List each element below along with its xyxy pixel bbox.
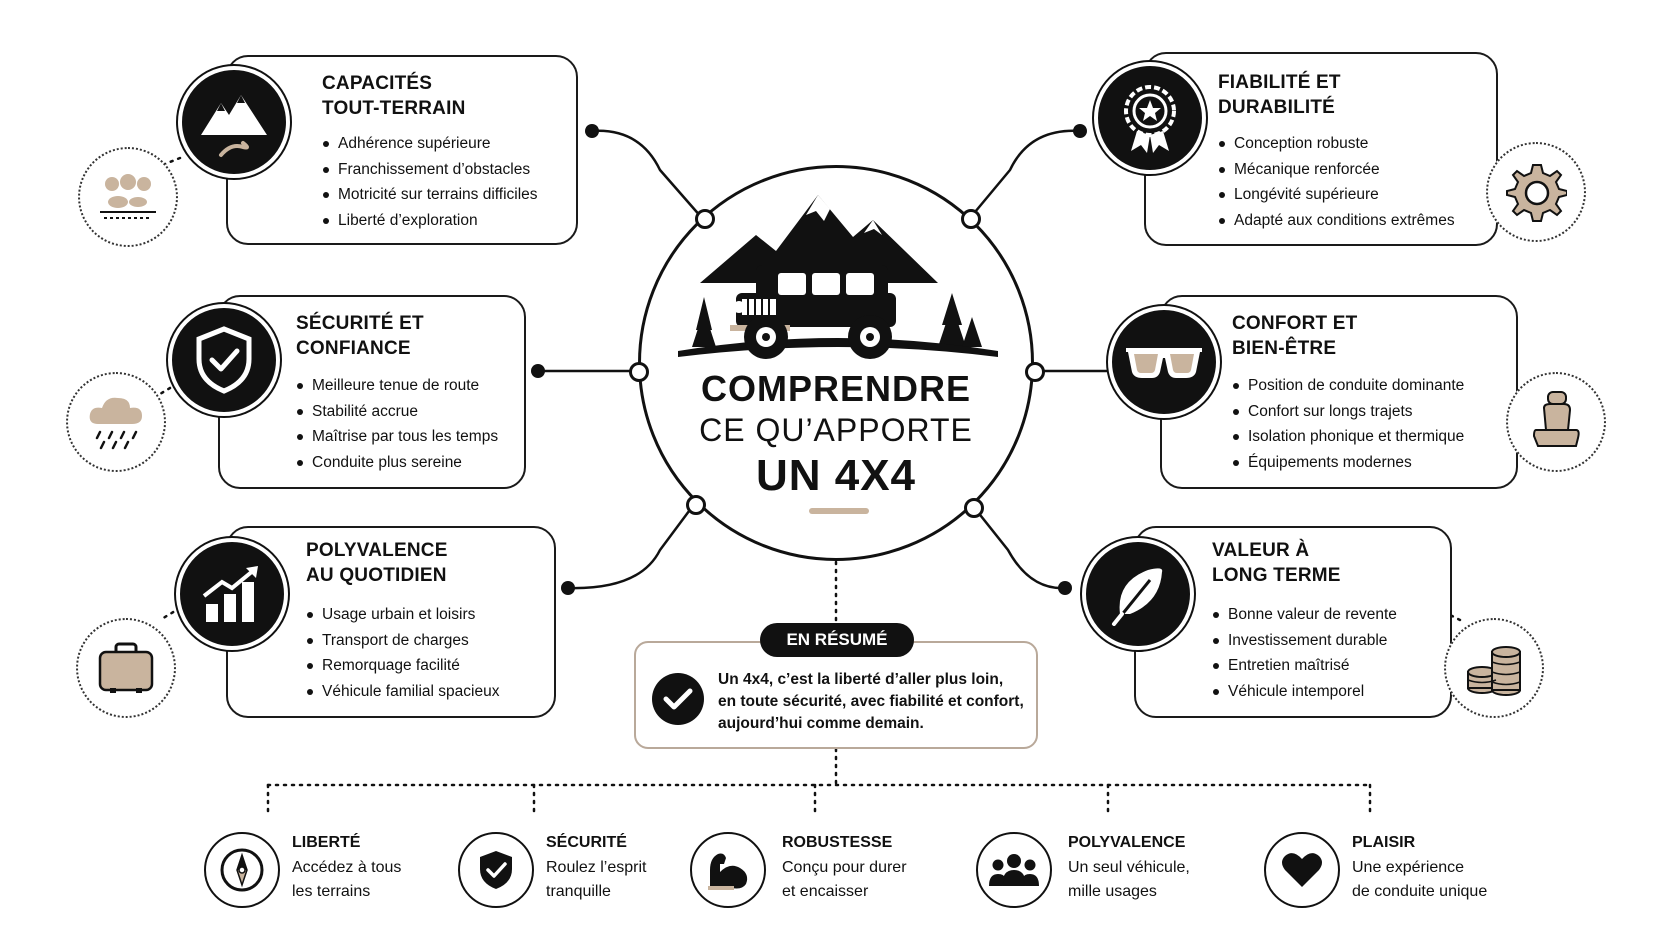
list-item: Longévité supérieure — [1218, 182, 1455, 208]
connector-node — [964, 498, 984, 518]
card-bullets: Adhérence supérieure Franchissement d’ob… — [322, 131, 538, 233]
list-item: Véhicule intemporel — [1212, 679, 1397, 705]
flexed-arm-icon — [690, 832, 766, 908]
offroad-vehicle-illustration — [678, 195, 998, 359]
card-bullets: Bonne valeur de revente Investissement d… — [1212, 602, 1397, 704]
suitcase-icon — [76, 618, 176, 718]
list-item: Adapté aux conditions extrêmes — [1218, 208, 1455, 234]
list-item: Véhicule familial spacieux — [306, 679, 499, 705]
benefit-title: LIBERTÉ — [292, 834, 361, 851]
list-item: Adhérence supérieure — [322, 131, 538, 157]
connector-node — [686, 495, 706, 515]
award-badge-icon — [1094, 62, 1206, 174]
list-item: Meilleure tenue de route — [296, 373, 498, 399]
list-item: Remorquage facilité — [306, 653, 499, 679]
list-item: Position de conduite dominante — [1232, 373, 1464, 399]
list-item: Investissement durable — [1212, 628, 1397, 654]
connector-node — [629, 362, 649, 382]
list-item: Conduite plus sereine — [296, 450, 498, 476]
center-title-line2: CE QU’APPORTE — [699, 412, 973, 448]
center-title-line3: UN 4X4 — [755, 451, 917, 500]
growth-chart-icon — [176, 538, 288, 650]
heart-icon — [1264, 832, 1340, 908]
list-item: Liberté d’exploration — [322, 208, 538, 234]
list-item: Entretien maîtrisé — [1212, 653, 1397, 679]
list-item: Mécanique renforcée — [1218, 157, 1455, 183]
list-item: Confort sur longs trajets — [1232, 399, 1464, 425]
list-item: Équipements modernes — [1232, 450, 1464, 476]
list-item: Transport de charges — [306, 628, 499, 654]
mountain-road-icon — [178, 66, 290, 178]
list-item: Isolation phonique et thermique — [1232, 424, 1464, 450]
car-seat-icon — [1506, 372, 1606, 472]
card-bullets: Meilleure tenue de route Stabilité accru… — [296, 373, 498, 475]
list-item: Usage urbain et loisirs — [306, 602, 499, 628]
summary-label: EN RÉSUMÉ — [760, 623, 914, 657]
gear-icon — [1486, 142, 1586, 242]
check-circle-icon — [652, 673, 704, 725]
list-item: Franchissement d’obstacles — [322, 157, 538, 183]
benefit-title: ROBUSTESSE — [782, 834, 893, 851]
list-item: Stabilité accrue — [296, 399, 498, 425]
terrain-rocks-icon — [78, 147, 178, 247]
benefit-title: PLAISIR — [1352, 834, 1416, 851]
connector-node — [961, 209, 981, 229]
leaf-icon — [1082, 538, 1194, 650]
list-item: Bonne valeur de revente — [1212, 602, 1397, 628]
center-hub: COMPRENDRE CE QU’APPORTE UN 4X4 — [638, 165, 1034, 561]
list-item: Maîtrise par tous les temps — [296, 424, 498, 450]
card-bullets: Conception robuste Mécanique renforcée L… — [1218, 131, 1455, 233]
people-icon — [976, 832, 1052, 908]
card-bullets: Usage urbain et loisirs Transport de cha… — [306, 602, 499, 704]
center-title-line1: COMPRENDRE — [700, 368, 971, 409]
list-item: Motricité sur terrains difficiles — [322, 182, 538, 208]
list-item: Conception robuste — [1218, 131, 1455, 157]
card-bullets: Position de conduite dominante Confort s… — [1232, 373, 1464, 475]
sunglasses-icon — [1108, 306, 1220, 418]
center-underline — [809, 508, 869, 514]
summary-box: Un 4x4, c’est la liberté d’aller plus lo… — [634, 641, 1038, 749]
shield-check-icon — [168, 304, 280, 416]
connector-node — [1025, 362, 1045, 382]
benefit-title: POLYVALENCE — [1068, 834, 1186, 851]
summary-text: Un 4x4, c’est la liberté d’aller plus lo… — [718, 671, 1024, 732]
connector-node — [695, 209, 715, 229]
benefit-description: Un seul véhicule,mille usages — [1068, 859, 1190, 900]
compass-icon — [204, 832, 280, 908]
benefit-title: SÉCURITÉ — [546, 834, 627, 851]
coins-stack-icon — [1444, 618, 1544, 718]
shield-check-icon — [458, 832, 534, 908]
rain-cloud-icon — [66, 372, 166, 472]
